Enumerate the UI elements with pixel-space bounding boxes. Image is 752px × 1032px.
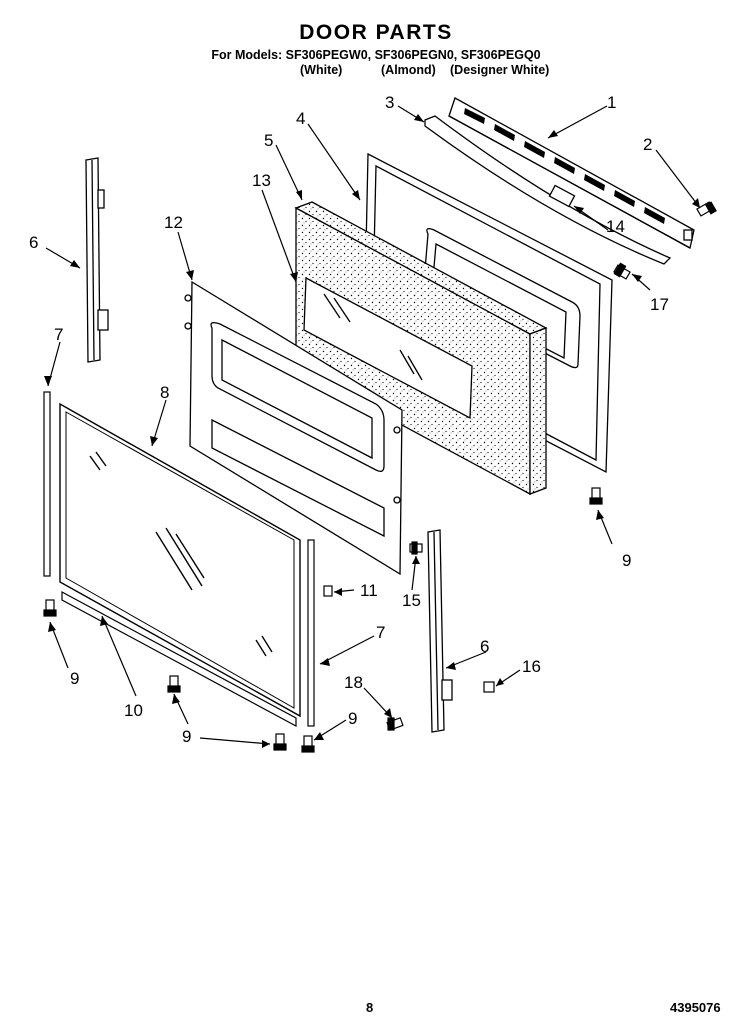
- callout-6-left: 6: [29, 233, 38, 252]
- callout-9-c: 9: [182, 727, 191, 746]
- model-colors: (White) (Almond) (Designer White): [206, 63, 549, 119]
- color-designer-white: (Designer White): [450, 63, 550, 77]
- clip-11: [323, 585, 333, 597]
- color-white: (White): [300, 63, 343, 77]
- models-line: For Models: SF306PEGW0, SF306PEGN0, SF30…: [211, 48, 541, 62]
- hinge-bracket-left: [85, 157, 109, 363]
- page-number: 8: [366, 1000, 374, 1015]
- leader-arrowheads: [44, 114, 700, 748]
- clip-16: [483, 681, 495, 693]
- door-trim-part: [448, 97, 695, 249]
- callout-7-left: 7: [54, 325, 63, 344]
- callout-4: 4: [296, 109, 305, 128]
- hinge-bracket-right: [427, 529, 453, 733]
- color-almond: (Almond): [381, 63, 436, 77]
- screw-2: [696, 201, 717, 217]
- side-strip-left: [43, 391, 51, 577]
- trim-strip-part: [424, 115, 672, 265]
- screws-9: [43, 487, 603, 753]
- callout-17: 17: [650, 295, 669, 314]
- callout-1: 1: [607, 93, 616, 112]
- callout-15: 15: [402, 591, 421, 610]
- callout-labels: 1 2 3 4 5 6 6 7 7 8 9 9 9 9 9 10 11 12 1…: [29, 93, 669, 746]
- outer-glass-part: [59, 402, 301, 718]
- insulation-part: [294, 201, 548, 496]
- side-strip-right: [307, 539, 315, 727]
- bottom-strip: [61, 590, 297, 728]
- document-code: 4395076: [670, 1000, 721, 1015]
- callout-18: 18: [344, 673, 363, 692]
- screw-17: [613, 262, 631, 280]
- callout-9-b: 9: [70, 669, 79, 688]
- callout-13: 13: [252, 171, 271, 190]
- screw-15: [409, 541, 423, 555]
- callout-5: 5: [264, 131, 273, 150]
- page-title: DOOR PARTS: [299, 21, 453, 44]
- callout-11: 11: [360, 581, 378, 600]
- callout-9-a: 9: [622, 551, 631, 570]
- callout-14: 14: [606, 217, 625, 236]
- callout-2: 2: [643, 135, 652, 154]
- door-liner-part: [184, 280, 403, 576]
- callout-6-right: 6: [480, 637, 489, 656]
- callout-10: 10: [124, 701, 143, 720]
- callout-3: 3: [385, 93, 394, 112]
- screw-18: [386, 717, 404, 731]
- callout-12: 12: [164, 213, 183, 232]
- callout-7-right: 7: [376, 623, 385, 642]
- callout-16: 16: [522, 657, 541, 676]
- callout-9-d: 9: [348, 709, 357, 728]
- callout-8: 8: [160, 383, 169, 402]
